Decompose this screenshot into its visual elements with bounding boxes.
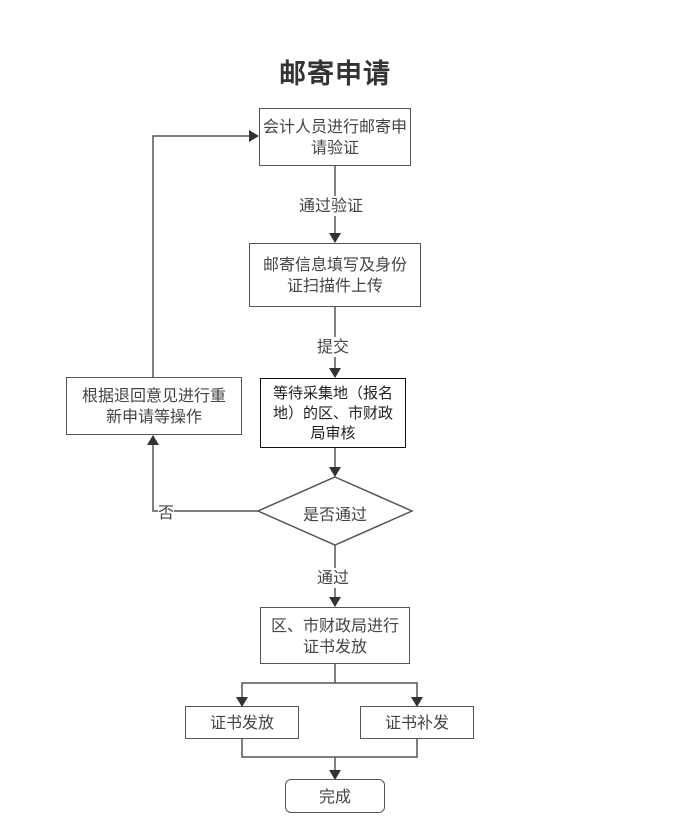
edge-issue-split-right <box>335 682 423 707</box>
node-reapply-text: 根据退回意见进行重新申请等操作 <box>81 386 226 426</box>
node-cert-reissue-text: 证书补发 <box>384 713 449 732</box>
edge-label-pass: 通过 <box>317 568 350 588</box>
node-done[interactable]: 完成 <box>285 779 385 813</box>
node-reapply[interactable]: 根据退回意见进行重新申请等操作 <box>66 377 242 435</box>
decision-text: 是否通过 <box>302 505 367 524</box>
edge-cert-issue-merge <box>241 738 418 758</box>
node-fill-info[interactable]: 邮寄信息填写及身份证扫描件上传 <box>249 243 421 307</box>
node-fill-info-text: 邮寄信息填写及身份证扫描件上传 <box>262 255 407 295</box>
edge-label-passed-verification: 通过验证 <box>299 196 364 216</box>
node-await-review[interactable]: 等待采集地（报名地）的区、市财政局审核 <box>260 378 406 448</box>
node-await-review-text: 等待采集地（报名地）的区、市财政局审核 <box>272 384 393 442</box>
edge-reapply-to-verify <box>152 130 259 377</box>
node-verify[interactable]: 会计人员进行邮寄申请验证 <box>259 108 411 166</box>
edge-decision-no-to-reapply <box>147 435 258 512</box>
node-issue-cert[interactable]: 区、市财政局进行证书发放 <box>260 607 410 664</box>
node-cert-issue-text: 证书发放 <box>209 713 274 732</box>
node-done-text: 完成 <box>318 786 351 806</box>
node-cert-reissue[interactable]: 证书补发 <box>360 706 474 739</box>
edge-label-submit: 提交 <box>317 337 350 357</box>
page-title: 邮寄申请 <box>279 59 391 90</box>
node-cert-issue[interactable]: 证书发放 <box>185 706 299 739</box>
edge-issue-split <box>236 663 336 707</box>
node-verify-text: 会计人员进行邮寄申请验证 <box>262 117 407 157</box>
node-issue-cert-text: 区、市财政局进行证书发放 <box>270 615 399 656</box>
edge-label-no: 否 <box>158 503 175 523</box>
